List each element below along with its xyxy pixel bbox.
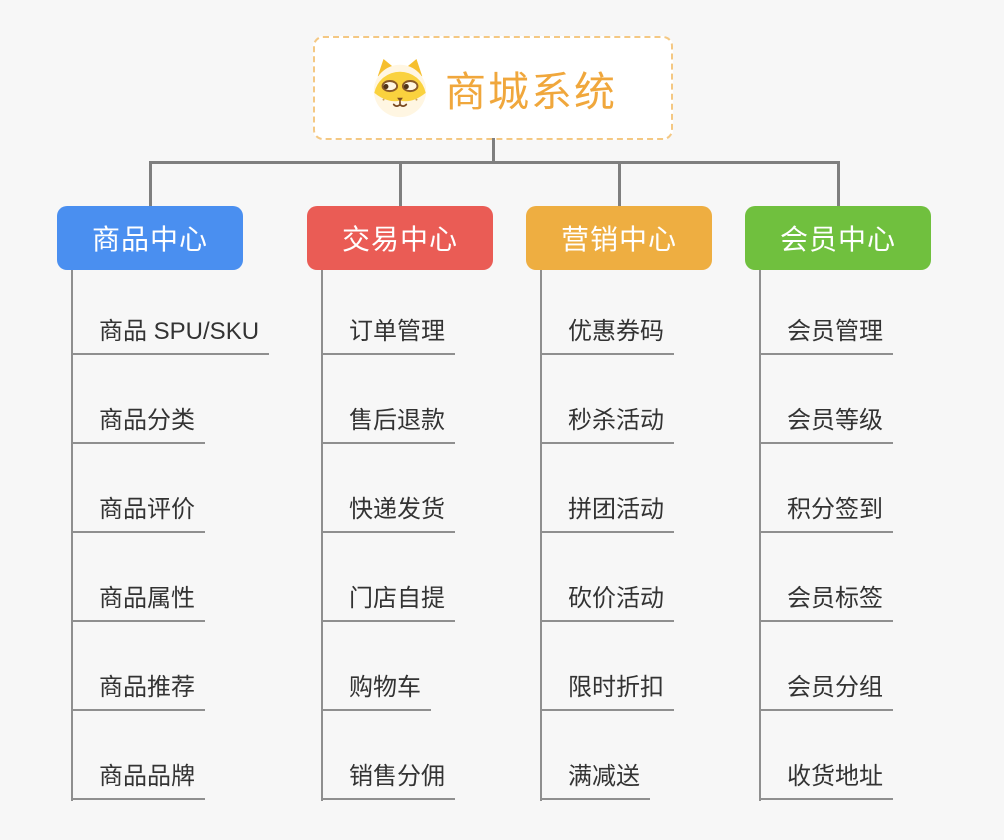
branch-bus-connector	[149, 161, 840, 164]
leaf-node[interactable]: 砍价活动	[540, 584, 674, 622]
branch-drop-connector	[618, 163, 621, 206]
leaf-node[interactable]: 拼团活动	[540, 495, 674, 533]
leaf-node[interactable]: 商品 SPU/SKU	[71, 317, 270, 355]
branch-node[interactable]: 交易中心	[307, 206, 493, 270]
leaf-node[interactable]: 商品分类	[71, 406, 205, 444]
leaf-node[interactable]: 门店自提	[321, 584, 455, 622]
dog-icon	[373, 58, 427, 118]
children-connector	[71, 270, 73, 801]
branch-drop-connector	[149, 163, 152, 206]
branch-drop-connector	[837, 163, 840, 206]
children-connector	[540, 270, 542, 801]
leaf-node[interactable]: 会员标签	[759, 584, 893, 622]
leaf-node[interactable]: 购物车	[321, 673, 431, 711]
branch-member-center: 会员中心 会员管理 会员等级 积分签到 会员标签 会员分组 收货地址	[745, 0, 995, 840]
leaf-node[interactable]: 优惠券码	[540, 317, 674, 355]
root-stem-connector	[492, 138, 495, 163]
leaf-node[interactable]: 商品属性	[71, 584, 205, 622]
leaf-node[interactable]: 快递发货	[321, 495, 455, 533]
branch-node[interactable]: 会员中心	[745, 206, 931, 270]
leaf-node[interactable]: 限时折扣	[540, 673, 674, 711]
leaf-node[interactable]: 会员分组	[759, 673, 893, 711]
children-connector	[321, 270, 323, 801]
leaf-node[interactable]: 订单管理	[321, 317, 455, 355]
leaf-node[interactable]: 满减送	[540, 762, 650, 800]
branch-drop-connector	[399, 163, 402, 206]
root-title: 商城系统	[445, 69, 617, 115]
leaf-node[interactable]: 商品推荐	[71, 673, 205, 711]
leaf-node[interactable]: 积分签到	[759, 495, 893, 533]
leaf-node[interactable]: 会员等级	[759, 406, 893, 444]
leaf-node[interactable]: 售后退款	[321, 406, 455, 444]
leaf-node[interactable]: 收货地址	[759, 762, 893, 800]
leaf-node[interactable]: 商品品牌	[71, 762, 205, 800]
branch-node[interactable]: 商品中心	[57, 206, 243, 270]
root-node[interactable]: 商城系统	[313, 36, 673, 140]
branch-product-center: 商品中心 商品 SPU/SKU 商品分类 商品评价 商品属性 商品推荐 商品品牌	[57, 0, 307, 840]
leaf-node[interactable]: 会员管理	[759, 317, 893, 355]
leaf-node[interactable]: 商品评价	[71, 495, 205, 533]
leaf-node[interactable]: 销售分佣	[321, 762, 455, 800]
branch-node[interactable]: 营销中心	[526, 206, 712, 270]
leaf-node[interactable]: 秒杀活动	[540, 406, 674, 444]
branch-marketing-center: 营销中心 优惠券码 秒杀活动 拼团活动 砍价活动 限时折扣 满减送	[526, 0, 776, 840]
branch-trade-center: 交易中心 订单管理 售后退款 快递发货 门店自提 购物车 销售分佣	[307, 0, 557, 840]
children-connector	[759, 270, 761, 801]
